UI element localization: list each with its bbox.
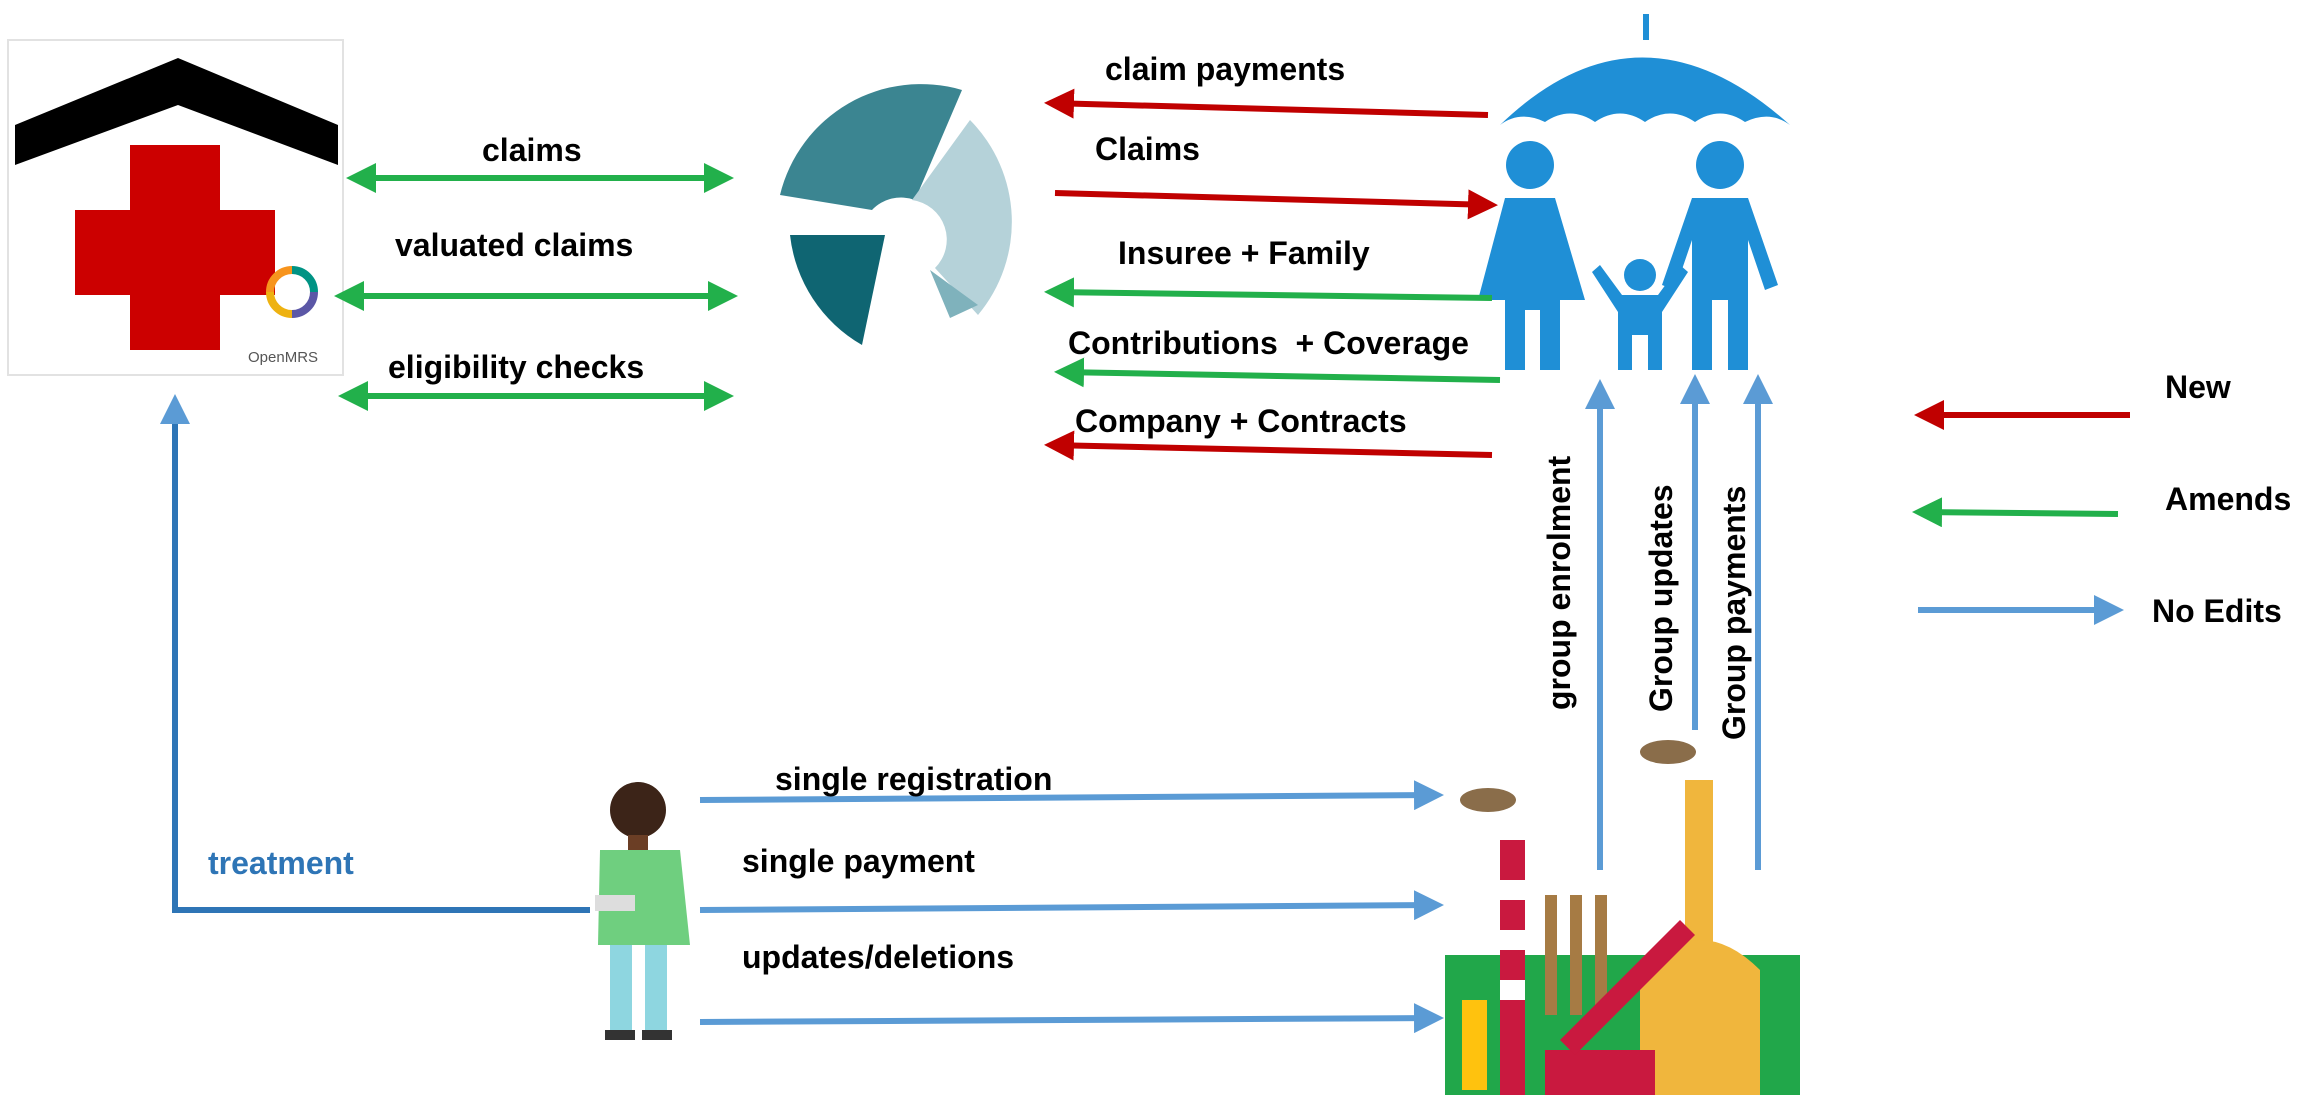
arrow-single-registration xyxy=(699,780,1444,811)
arrow-company-contracts xyxy=(1044,430,1493,461)
label-single-registration: single registration xyxy=(775,761,1052,797)
openmrs-logo-text: OpenMRS xyxy=(248,349,318,366)
legend-no-edits: No Edits xyxy=(1918,593,2282,629)
label-treatment: treatment xyxy=(208,845,354,881)
label-group-payments: Group payments xyxy=(1716,486,1752,740)
legend: New Amends No Edits xyxy=(1912,369,2291,629)
label-insuree-family: Insuree + Family xyxy=(1118,235,1370,271)
label-claims: claims xyxy=(482,132,582,168)
legend-no-edits-label: No Edits xyxy=(2152,593,2282,629)
insurance-system-logo xyxy=(780,84,1012,345)
label-contributions-coverage: Contributions + Coverage xyxy=(1068,325,1469,361)
arrow-claims-upper xyxy=(1054,189,1498,220)
insured-family-icon xyxy=(1478,14,1790,370)
legend-new-label: New xyxy=(2165,369,2231,405)
patient-icon xyxy=(595,782,690,1040)
hospital-icon: OpenMRS xyxy=(7,39,344,376)
label-group-enrolment: group enrolment xyxy=(1541,455,1577,710)
label-updates-deletions: updates/deletions xyxy=(742,939,1014,975)
label-valuated-claims: valuated claims xyxy=(395,227,633,263)
arrow-single-payment xyxy=(699,890,1444,921)
legend-amends-label: Amends xyxy=(2165,481,2291,517)
legend-new: New xyxy=(1914,369,2231,430)
label-claims-upper: Claims xyxy=(1095,131,1200,167)
arrow-contributions-coverage xyxy=(1054,357,1501,388)
arrow-claim-payments xyxy=(1044,88,1489,119)
arrow-updates-deletions xyxy=(699,1003,1444,1034)
label-group-updates: Group updates xyxy=(1643,484,1679,712)
factory-icon xyxy=(1445,740,1800,1095)
label-eligibility-checks: eligibility checks xyxy=(388,349,644,385)
arrow-treatment xyxy=(160,394,590,913)
label-company-contracts: Company + Contracts xyxy=(1075,403,1407,439)
label-claim-payments: claim payments xyxy=(1105,51,1345,87)
openmrs-logo: OpenMRS xyxy=(248,266,318,366)
legend-amends: Amends xyxy=(1912,481,2291,528)
arrow-insuree-family xyxy=(1044,277,1493,308)
label-single-payment: single payment xyxy=(742,843,975,879)
